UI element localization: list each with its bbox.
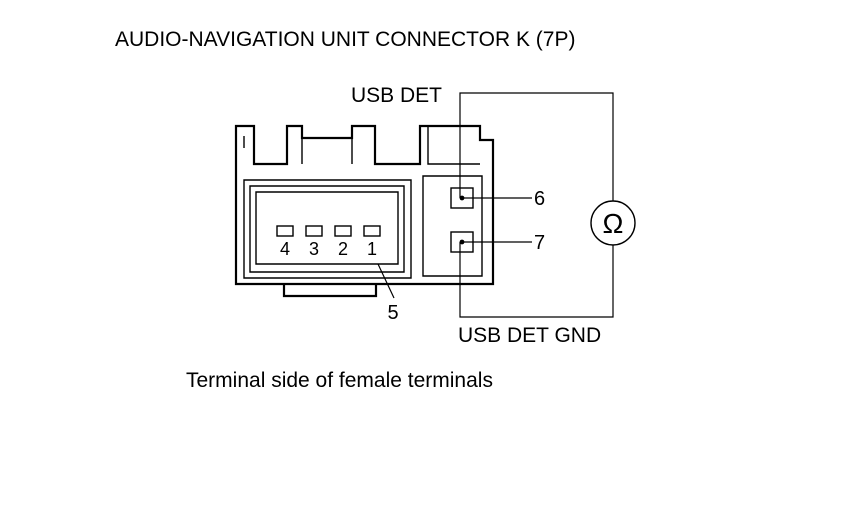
terminal-1-pin <box>363 225 381 237</box>
terminal-5-label: 5 <box>387 302 398 324</box>
usb-det-label: USB DET <box>351 84 442 107</box>
terminal-3-label: 3 <box>309 239 319 259</box>
terminal-3-pin <box>305 225 323 237</box>
terminal-5-leader <box>377 263 395 299</box>
usb-det-gnd-label: USB DET GND <box>458 324 601 347</box>
ohmmeter-icon: Ω <box>590 200 636 246</box>
caption: Terminal side of female terminals <box>186 369 493 392</box>
connector-housing-icon <box>234 124 495 298</box>
diagram-title: AUDIO-NAVIGATION UNIT CONNECTOR K (7P) <box>115 28 575 51</box>
terminal-7-label: 7 <box>534 232 545 254</box>
terminal-6-label: 6 <box>534 188 545 210</box>
terminal-2-label: 2 <box>338 239 348 259</box>
usb-det-probe-wire <box>459 92 614 201</box>
terminal-2-pin <box>334 225 352 237</box>
terminal-4-label: 4 <box>280 239 290 259</box>
usb-det-gnd-probe-wire <box>459 242 614 318</box>
ohm-symbol: Ω <box>603 208 624 239</box>
terminal-row-1-4 <box>276 225 381 237</box>
terminal-4-pin <box>276 225 294 237</box>
terminal-1-label: 1 <box>367 239 377 259</box>
